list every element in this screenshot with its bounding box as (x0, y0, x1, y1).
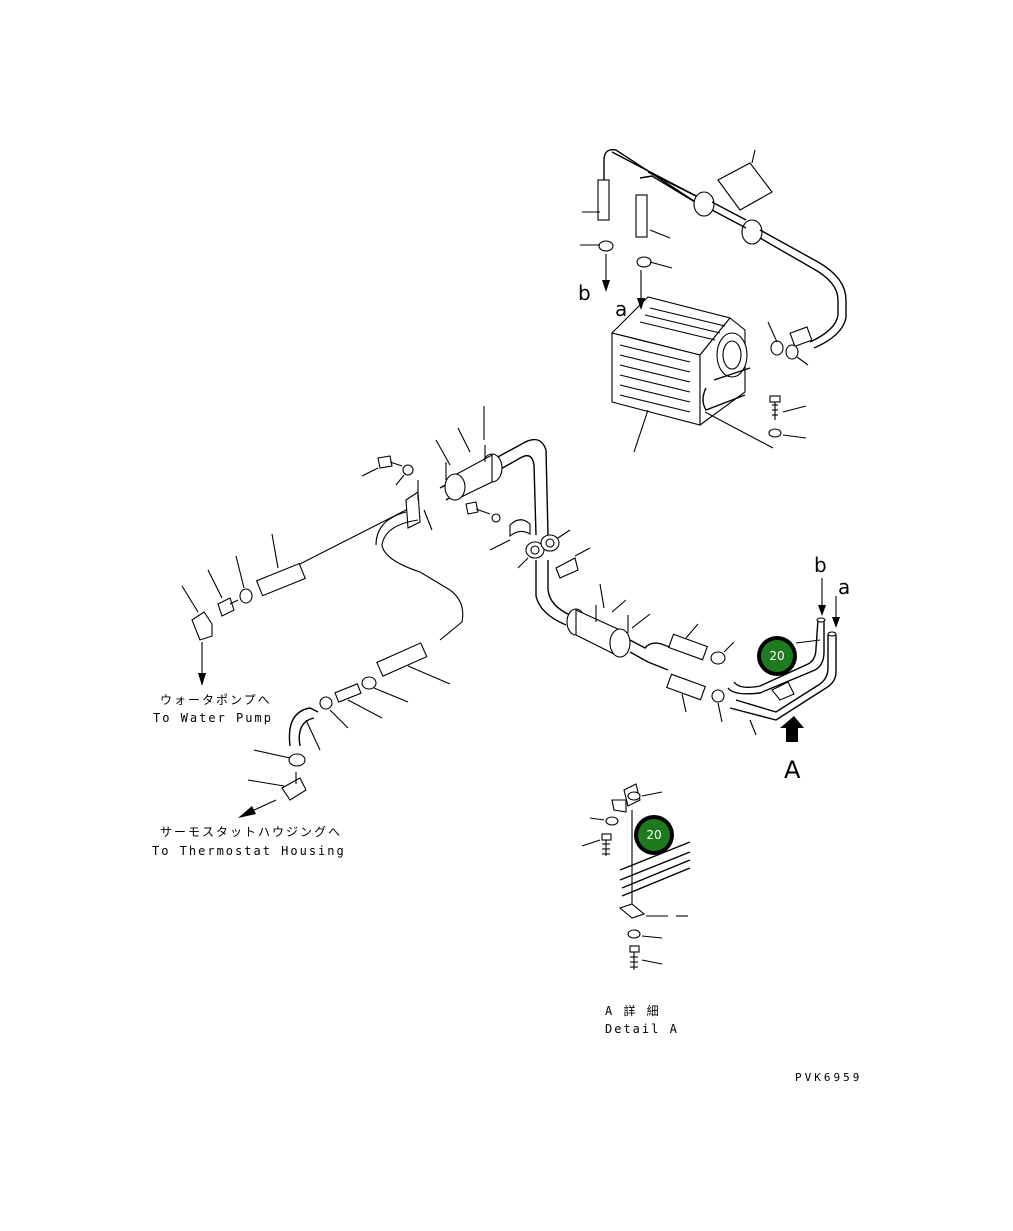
callout-number: 20 (769, 649, 784, 663)
callout-fill (761, 640, 793, 672)
label-detail-jp: A 詳 細 (605, 1003, 661, 1018)
main-pipe-assembly (181, 406, 840, 818)
label-a-top: a (615, 297, 627, 321)
label-view-a: A (784, 756, 801, 784)
callout-marker-2[interactable]: 20 (634, 815, 674, 855)
label-thermostat-en: To Thermostat Housing (152, 844, 346, 858)
callout-number: 20 (646, 828, 661, 842)
label-thermostat-jp: サーモスタットハウジングへ (160, 825, 342, 839)
label-b-top: b (578, 281, 591, 305)
drawing-code: PVK6959 (795, 1071, 862, 1084)
label-water-pump-en: To Water Pump (153, 711, 273, 725)
label-a-right: a (838, 575, 850, 599)
label-detail-en: Detail A (605, 1022, 679, 1036)
label-water-pump-jp: ウォータポンプへ (160, 693, 272, 707)
label-b-right: b (814, 553, 827, 577)
heater-assembly (580, 149, 847, 453)
detail-a-assembly (581, 783, 691, 970)
callout-marker-1[interactable]: 20 (757, 636, 797, 676)
callout-fill (638, 819, 670, 851)
